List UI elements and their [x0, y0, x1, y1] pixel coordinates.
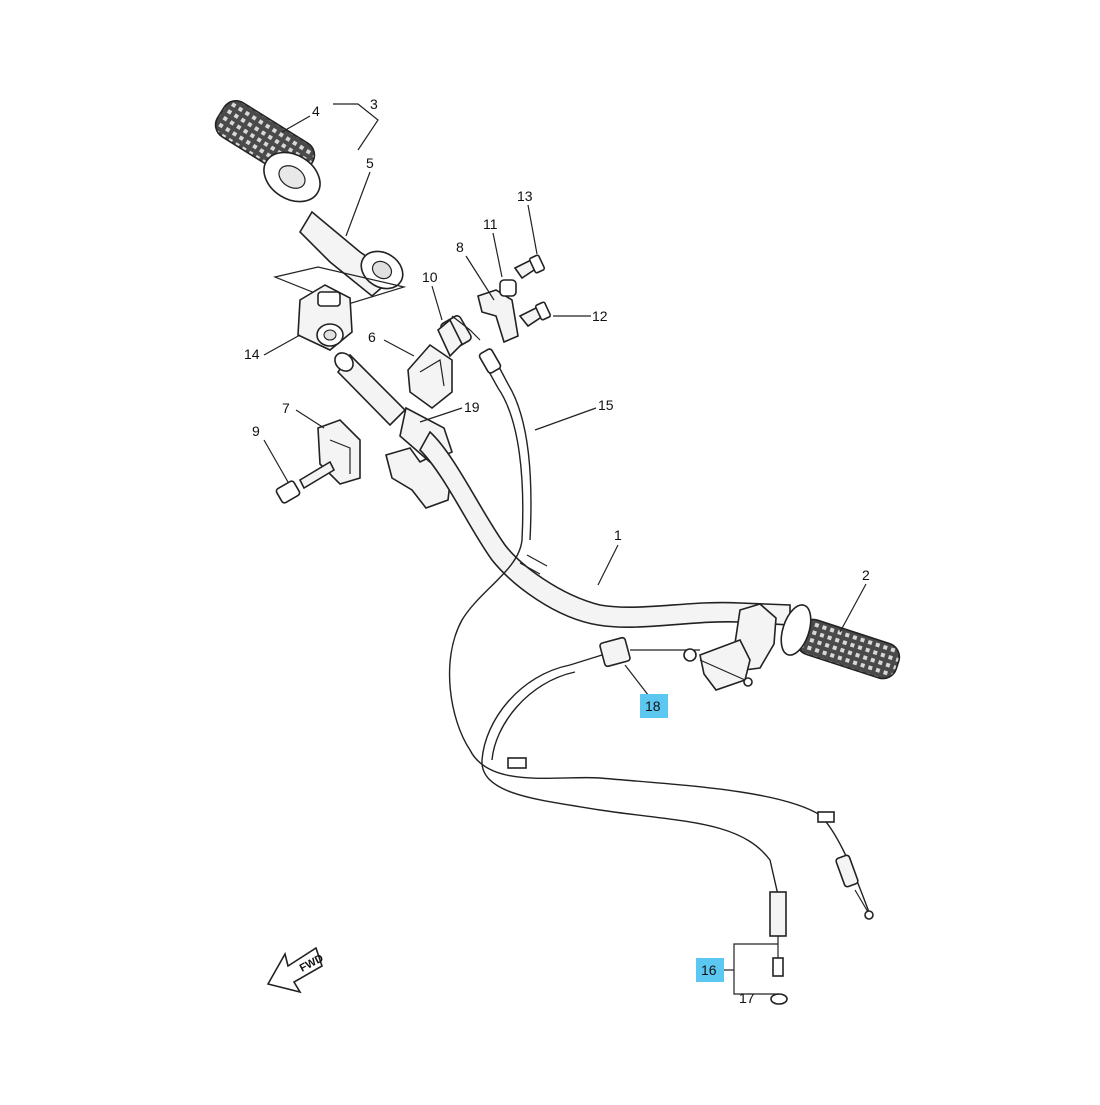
throttle-cable-guide [477, 289, 519, 344]
callout-8: 8 [456, 239, 464, 255]
callout-5: 5 [366, 155, 374, 171]
callout-16-highlight [696, 958, 724, 982]
screw-13 [513, 254, 546, 280]
upper-holder [407, 343, 453, 410]
left-grip [214, 99, 321, 203]
callout-4: 4 [312, 103, 320, 119]
callout-6: 6 [368, 329, 376, 345]
clutch-cable [481, 664, 787, 977]
throttle-housing [273, 266, 407, 351]
callout-12: 12 [592, 308, 608, 324]
right-grip [780, 604, 901, 680]
callout-1: 1 [614, 527, 622, 543]
callout-14: 14 [244, 346, 260, 362]
callout-labels: 1 2 3 4 5 6 7 8 9 10 11 12 13 14 15 17 1… [244, 96, 870, 1006]
callout-2: 2 [862, 567, 870, 583]
highlighted-callouts: 18 16 [640, 694, 724, 982]
lever-bracket-right [699, 603, 777, 691]
callout-15: 15 [598, 397, 614, 413]
callout-9: 9 [252, 423, 260, 439]
bar-left-section [334, 352, 407, 427]
holder-bolt [275, 460, 336, 504]
callout-10: 10 [422, 269, 438, 285]
cable-cover [437, 318, 463, 358]
callout-17: 17 [739, 990, 755, 1006]
callout-18: 18 [645, 698, 661, 714]
callout-11: 11 [483, 216, 498, 232]
leader-lines [263, 103, 867, 995]
callout-3: 3 [370, 96, 378, 112]
callout-13: 13 [517, 188, 533, 204]
screw-12 [518, 301, 552, 328]
o-ring [770, 993, 788, 1005]
callout-18-highlight [640, 694, 668, 718]
callout-16: 16 [701, 962, 717, 978]
callout-19: 19 [464, 399, 480, 415]
forward-arrow: FWD [266, 946, 326, 994]
collar [499, 279, 517, 297]
handlebar [419, 430, 791, 629]
cable-adjuster [569, 636, 753, 687]
throttle-tube [298, 210, 404, 298]
callout-7: 7 [282, 400, 290, 416]
